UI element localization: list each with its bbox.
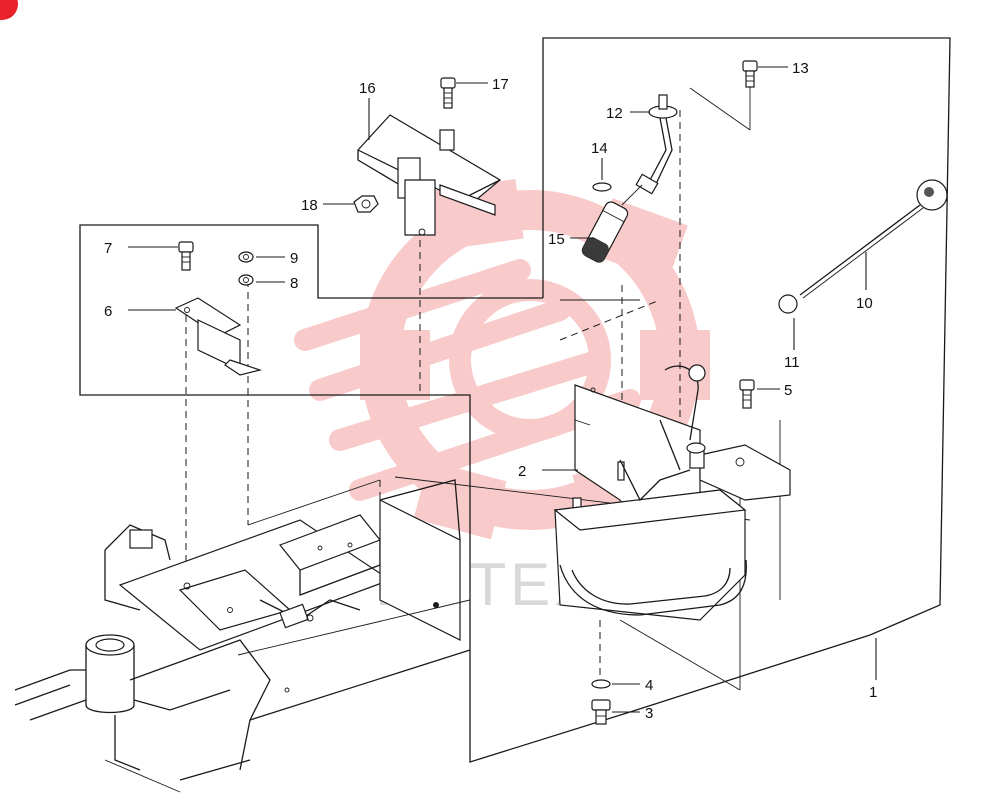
- callout-2: 2: [518, 463, 526, 480]
- callout-4: 4: [645, 677, 653, 694]
- part-16-bracket: [357, 114, 502, 236]
- callout-16: 16: [359, 80, 376, 97]
- leader-lines: [128, 66, 877, 713]
- callout-9: 9: [290, 250, 298, 267]
- part-4-o-ring: [591, 679, 611, 689]
- callout-11: 11: [784, 354, 800, 371]
- callout-15: 15: [548, 231, 565, 248]
- part-15-filter: [581, 184, 643, 263]
- callout-18: 18: [301, 197, 318, 214]
- part-18-nut: [353, 195, 379, 213]
- callout-17: 17: [492, 76, 509, 93]
- chassis-frame: [14, 479, 471, 793]
- part-9-nut: [238, 251, 254, 263]
- callout-6: 6: [104, 303, 112, 320]
- part-3-plug: [591, 699, 611, 725]
- part-14-o-ring: [592, 182, 612, 192]
- callout-8: 8: [290, 275, 298, 292]
- callout-13: 13: [792, 60, 809, 77]
- callout-1: 1: [869, 684, 877, 701]
- part-8-washer: [238, 274, 254, 286]
- callout-10: 10: [856, 295, 873, 312]
- assembly-outlines: [79, 37, 951, 763]
- part-13-bolt: [742, 60, 758, 88]
- part-10-dipstick: [799, 179, 948, 299]
- callout-5: 5: [784, 382, 792, 399]
- part-17-bolt: [440, 77, 456, 109]
- part-7-bolt: [178, 241, 194, 271]
- part-6-bracket: [174, 297, 263, 376]
- watermark-logo: [294, 179, 710, 540]
- part-1-tank: [553, 364, 791, 621]
- callout-3: 3: [645, 705, 653, 722]
- callout-14: 14: [591, 140, 608, 157]
- corner-badge: [0, 0, 18, 20]
- part-12-pipe: [635, 94, 678, 195]
- callout-12: 12: [606, 105, 623, 122]
- part-5-bolt: [739, 379, 755, 409]
- callout-labels: 1 2 3 4 5 6 7 8 9 10 11 12 13 14 15 16 1…: [104, 60, 877, 722]
- callout-7: 7: [104, 240, 112, 257]
- part-11-ring: [778, 294, 798, 314]
